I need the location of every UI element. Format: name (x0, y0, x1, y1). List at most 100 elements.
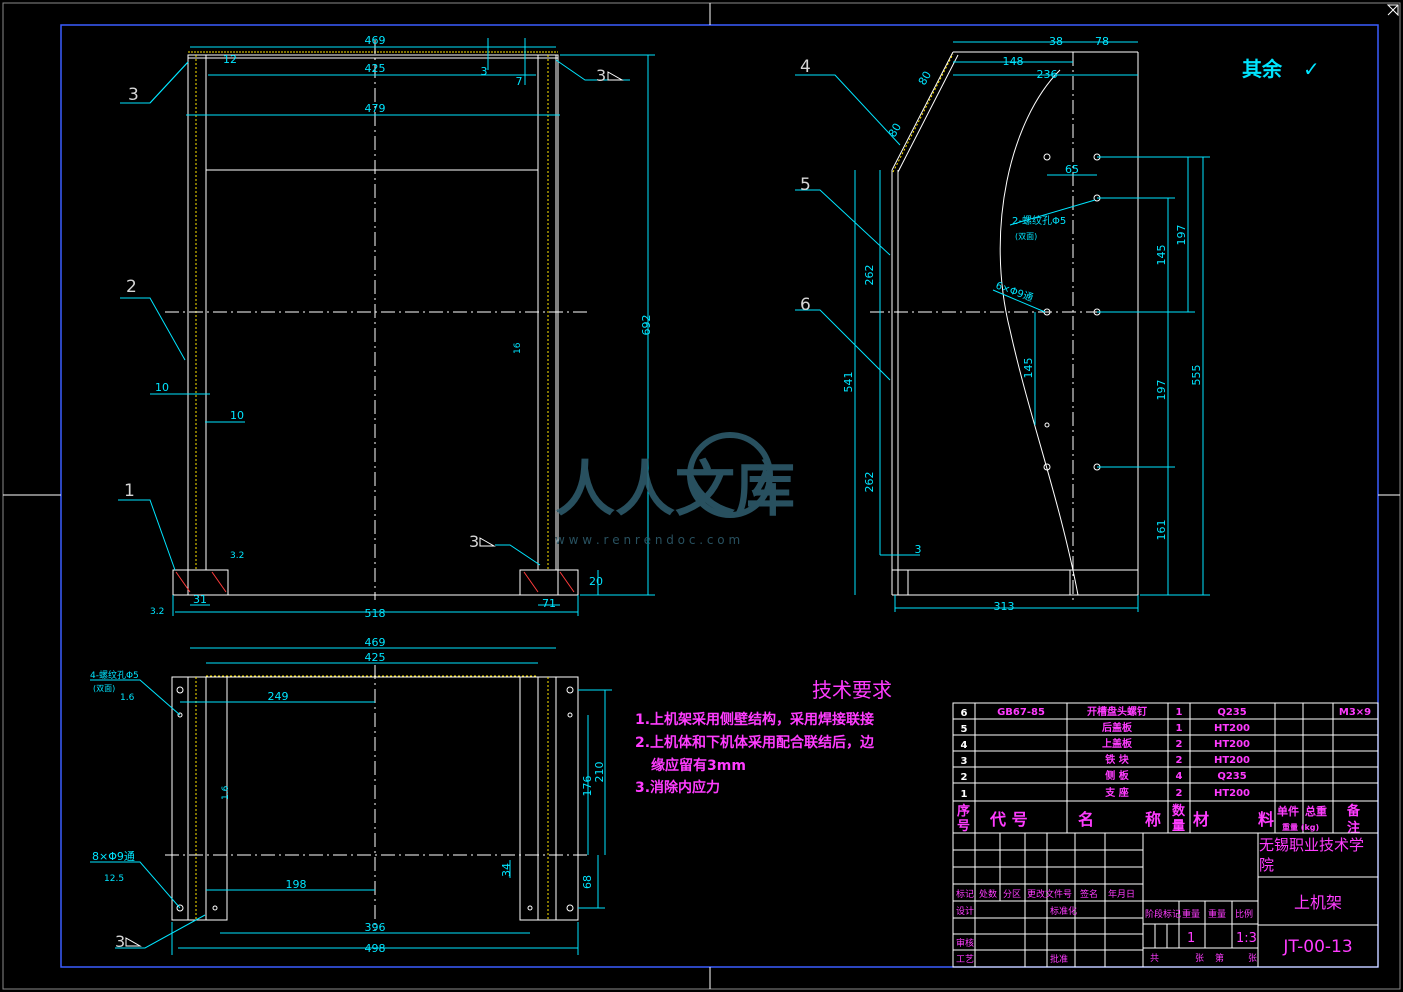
weld-symbol-top: 3 (115, 932, 125, 951)
tb-places: 处数 (979, 888, 997, 900)
roughness-16-top: 1.6 (221, 785, 231, 800)
bom-qty-2: 4 (1176, 771, 1183, 782)
tb-mark: 标记 (956, 888, 974, 900)
dim-176: 176 (581, 776, 594, 797)
bom-qty-3: 2 (1176, 755, 1183, 766)
bom-hdr-name-a: 名 (1078, 810, 1094, 829)
dim-197b: 197 (1155, 380, 1168, 401)
dim-65: 65 (1065, 163, 1079, 176)
dim-469: 469 (365, 34, 386, 47)
tb-approve: 批准 (1050, 953, 1068, 965)
bom-hdr-unit: 单件 (1277, 804, 1299, 818)
dim-198: 198 (286, 878, 307, 891)
drawing-border (60, 24, 1379, 968)
dim-145b: 145 (1022, 358, 1035, 379)
dim-7: 7 (516, 75, 523, 88)
hole-note-a-double: (双面) (1015, 232, 1037, 241)
tech-item-2b: 缘应留有3mm (651, 757, 746, 774)
bom-hdr-no-b: 号 (957, 819, 970, 834)
roughness-label: 其余 (1242, 57, 1283, 81)
dim-313: 313 (994, 600, 1015, 613)
watermark-text: 人人文库 (555, 455, 795, 525)
tb-page2: 张 (1248, 953, 1257, 964)
tb-zone: 分区 (1003, 889, 1021, 900)
bom-hdr-mat-b: 料 (1258, 810, 1274, 829)
bom-hdr-no-a: 序 (957, 803, 970, 819)
bom-hdr-note-a: 备 (1346, 803, 1361, 819)
dim-210: 210 (593, 762, 606, 783)
bom-name-2: 侧 板 (1105, 769, 1129, 782)
front-view: 3 2 1 469 425 479 518 12 3 7 10 10 31 71… (118, 34, 655, 620)
dim-692: 692 (640, 315, 653, 336)
tech-item-2: 2.上机体和下机体采用配合联结后，边 (635, 734, 875, 751)
roughness-symbol: ✓ (1303, 57, 1320, 81)
bom-hdr-note-b: 注 (1347, 820, 1360, 836)
dim-80a: 80 (916, 69, 934, 88)
dim-262a: 262 (863, 265, 876, 286)
hole-note-top-a: 4-螺纹孔Φ5 (90, 669, 139, 681)
bom-qty-1: 2 (1176, 788, 1183, 799)
tb-change: 更改文件号 (1027, 888, 1072, 900)
bom-name-1: 支 座 (1104, 786, 1128, 799)
bom-mat-2: Q235 (1217, 771, 1246, 782)
dim-555: 555 (1190, 365, 1203, 386)
dim-469-top: 469 (365, 636, 386, 649)
dim-31: 31 (193, 593, 207, 606)
hole-note-top-b: 8×Φ9通 (92, 850, 135, 863)
tech-item-1: 1.上机架采用侧壁结构，采用焊接联接 (635, 711, 874, 728)
dim-145a: 145 (1155, 245, 1168, 266)
dim-425: 425 (365, 62, 386, 75)
dim-249: 249 (268, 690, 289, 703)
dim-3: 3 (481, 65, 488, 78)
part-label-5: 5 (800, 175, 811, 195)
roughness-16: 16 (513, 342, 523, 354)
dim-80b: 80 (886, 121, 904, 140)
bom-qty-4: 2 (1176, 739, 1183, 750)
dim-396: 396 (365, 921, 386, 934)
tb-weight: 重量 (1208, 908, 1226, 920)
part-label-2: 2 (126, 277, 137, 297)
bom-hdr-code: 代 号 (989, 810, 1028, 829)
hole-note-top-a-double: (双面) (93, 684, 115, 693)
part-label-4: 4 (800, 57, 811, 77)
hole-note-top-b-rough: 12.5 (104, 874, 124, 884)
dim-38: 38 (1049, 35, 1063, 48)
dim-68: 68 (581, 875, 594, 889)
tb-process: 工艺 (956, 954, 974, 965)
tb-sheet: 张 (1195, 953, 1204, 964)
bom-code-6: GB67-85 (997, 707, 1045, 718)
tb-scale-value: 1:3 (1236, 931, 1257, 946)
technical-requirements: 技术要求 1.上机架采用侧壁结构，采用焊接联接 2.上机体和下机体采用配合联结后… (635, 678, 892, 796)
bom-name-4: 上盖板 (1102, 737, 1133, 750)
tb-date: 年月日 (1108, 888, 1135, 900)
weld-symbol-left: 3 (469, 532, 479, 551)
dim-3-side: 3 (915, 543, 922, 556)
hole-note-top-a-rough: 1.6 (120, 693, 135, 703)
tb-drawing-no: JT-00-13 (1282, 937, 1352, 957)
roughness-note: 其余 ✓ (1242, 57, 1320, 81)
dim-148: 148 (1003, 55, 1024, 68)
dim-262b: 262 (863, 472, 876, 493)
tb-page: 第 (1215, 952, 1224, 964)
dim-71: 71 (542, 597, 556, 610)
dim-498: 498 (365, 942, 386, 955)
roughness-32b: 3.2 (150, 607, 164, 617)
dim-10b: 10 (230, 409, 244, 422)
dim-197a: 197 (1175, 225, 1188, 246)
bom-name-6: 开槽盘头螺钉 (1087, 705, 1147, 718)
bom-hdr-qty-b: 量 (1172, 819, 1185, 834)
bom-note-6: M3×9 (1339, 707, 1371, 718)
bill-of-materials: 6 GB67-85 开槽盘头螺钉 1 Q235 M3×9 5 后盖板 1 HT2… (952, 702, 1379, 836)
tb-school: 无锡职业技术学院 (1259, 836, 1364, 874)
bom-no-3: 3 (961, 756, 968, 767)
dim-518: 518 (365, 607, 386, 620)
dim-479: 479 (365, 102, 386, 115)
dim-34: 34 (500, 863, 513, 877)
roughness-32a: 3.2 (230, 551, 244, 561)
tb-part-name: 上机架 (1294, 893, 1342, 912)
tb-qty-label: 重量 (1182, 908, 1200, 920)
part-label-3: 3 (128, 85, 139, 105)
bom-hdr-qty-a: 数 (1172, 803, 1186, 819)
side-view: 4 5 6 38 78 148 236 65 313 3 80 80 262 2… (795, 35, 1210, 613)
dim-78: 78 (1095, 35, 1109, 48)
